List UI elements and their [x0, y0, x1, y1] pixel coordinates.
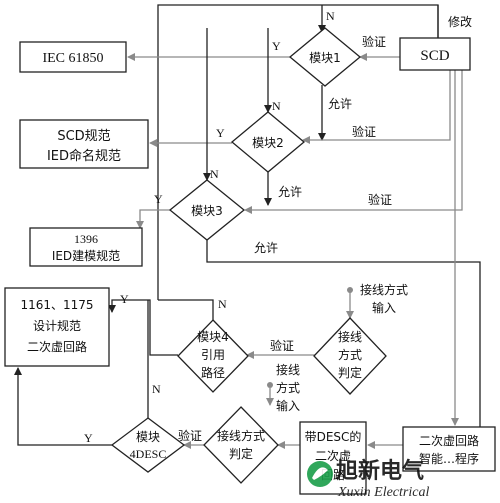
- wiring-input2-line2: 方式: [276, 380, 300, 395]
- module4-diamond: 模块4 引用 路径: [177, 319, 249, 393]
- n-label-1: N: [326, 9, 335, 23]
- svg-text:模块1: 模块1: [309, 51, 341, 65]
- svg-text:带DESC的: 带DESC的: [305, 429, 362, 444]
- svg-text:IEC 61850: IEC 61850: [42, 51, 103, 66]
- verify-label-1: 验证: [362, 34, 386, 49]
- n-label-5: N: [152, 382, 161, 396]
- connector-scd-module3: [244, 70, 463, 214]
- modify-label: 修改: [448, 14, 472, 29]
- judge2-diamond: 接线方式 判定: [203, 406, 279, 484]
- svg-text:二次虚: 二次虚: [315, 449, 351, 463]
- y-label-5: Y: [84, 431, 93, 445]
- connector-modify-loop: [157, 4, 439, 300]
- svg-text:4DESC: 4DESC: [130, 447, 167, 461]
- svg-text:模块2: 模块2: [252, 136, 284, 150]
- module3-diamond: 模块3: [168, 179, 246, 241]
- wiring-input2-dot: [267, 382, 273, 388]
- watermark-cn: 旭新电气: [335, 458, 424, 484]
- svg-text:判定: 判定: [229, 446, 253, 461]
- svg-text:1161、1175: 1161、1175: [20, 298, 93, 312]
- wiring-input2-line1: 接线: [276, 362, 300, 377]
- svg-text:接线方式: 接线方式: [217, 428, 265, 443]
- watermark-en: Xuxin Electrical: [337, 485, 429, 500]
- allow-label-3: 允许: [254, 240, 278, 255]
- connector-module3-spec: [136, 209, 170, 229]
- svg-text:方式: 方式: [338, 347, 362, 362]
- verify-label-4: 验证: [270, 338, 294, 353]
- module2-diamond: 模块2: [230, 111, 306, 173]
- verify-label-2: 验证: [352, 124, 376, 139]
- svg-text:IED命名规范: IED命名规范: [47, 148, 121, 164]
- edge-labels: 修改 验证 验证 验证 验证 验证 允许 允许 允许 Y Y Y Y Y N N…: [84, 9, 472, 445]
- n-label-2: N: [272, 99, 281, 113]
- allow-label-1: 允许: [328, 96, 352, 111]
- connector-module4-n: [158, 299, 214, 320]
- wiring-input1-dot: [347, 287, 353, 293]
- verify-label-3: 验证: [368, 192, 392, 207]
- n-label-4: N: [218, 297, 227, 311]
- y-label-1: Y: [272, 39, 281, 53]
- connector-module4desc-design: [14, 367, 112, 446]
- allow-label-2: 允许: [278, 184, 302, 199]
- svg-text:模块3: 模块3: [191, 204, 223, 218]
- ied-spec-box: 1396 IED建模规范: [29, 227, 143, 267]
- svg-text:SCD: SCD: [420, 48, 449, 64]
- scd-box: SCD: [399, 37, 471, 71]
- svg-text:接线: 接线: [338, 329, 362, 344]
- connectors: [14, 4, 481, 455]
- secondary-circuit-box: 二次虚回路 智能…程序: [402, 426, 496, 472]
- svg-text:路径: 路径: [201, 365, 225, 380]
- svg-text:IED建模规范: IED建模规范: [52, 248, 120, 263]
- wiring-input1-line2: 输入: [372, 300, 396, 315]
- y-label-4: Y: [120, 292, 129, 306]
- svg-text:1396: 1396: [74, 232, 98, 246]
- iec-box: IEC 61850: [19, 41, 127, 73]
- module1-diamond: 模块1: [288, 27, 362, 87]
- n-label-3: N: [210, 167, 219, 181]
- svg-text:引用: 引用: [201, 348, 225, 362]
- svg-text:二次虚回路: 二次虚回路: [27, 339, 87, 354]
- verify-label-5: 验证: [178, 428, 202, 443]
- connector-module4-design: [108, 299, 178, 356]
- svg-text:SCD规范: SCD规范: [57, 129, 110, 144]
- y-label-3: Y: [154, 192, 163, 206]
- watermark: 旭新电气 Xuxin Electrical: [307, 458, 429, 500]
- svg-text:二次虚回路: 二次虚回路: [419, 433, 479, 448]
- wiring-input2-line3: 输入: [276, 398, 300, 413]
- connector-module3-allow: [206, 240, 481, 455]
- design-spec-box: 1161、1175 设计规范 二次虚回路: [4, 287, 110, 367]
- scd-spec-box: SCD规范 IED命名规范: [19, 119, 149, 169]
- connector-scd-module2: [302, 70, 451, 144]
- module4desc-diamond: 模块 4DESC: [110, 417, 186, 473]
- svg-text:设计规范: 设计规范: [33, 318, 81, 333]
- judge1-diamond: 接线 方式 判定: [313, 317, 387, 395]
- svg-text:模块4: 模块4: [197, 330, 229, 344]
- wiring-input1-line1: 接线方式: [360, 282, 408, 297]
- y-label-2: Y: [216, 126, 225, 140]
- svg-text:模块: 模块: [136, 430, 160, 444]
- svg-text:判定: 判定: [338, 365, 362, 380]
- svg-text:智能…程序: 智能…程序: [419, 451, 479, 466]
